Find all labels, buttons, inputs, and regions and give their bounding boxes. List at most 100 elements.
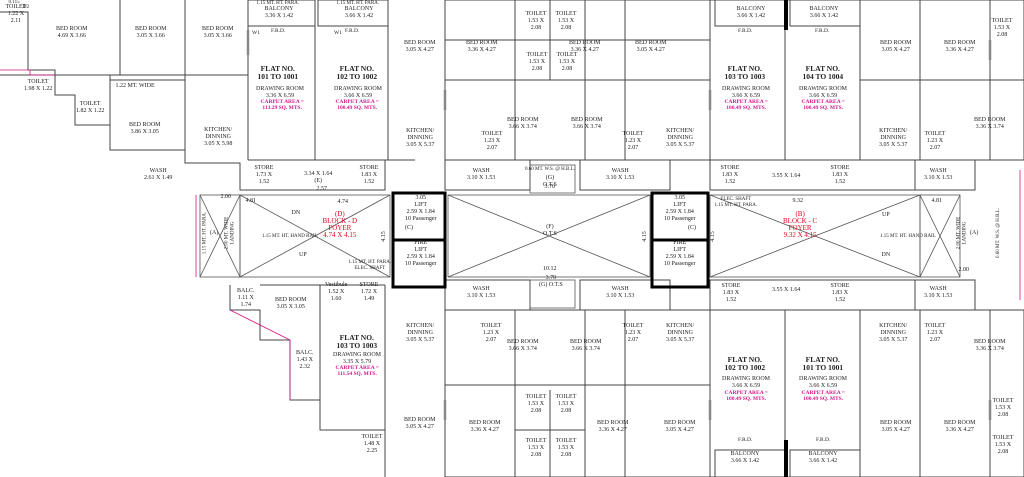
label-t-257: 2.57 (316, 185, 328, 192)
label-t-0115-tl: 0.115 (8, 0, 20, 5)
ots-central (447, 194, 651, 278)
outline-top-left (0, 69, 55, 76)
label-t-415-b: 4.15 (641, 230, 648, 242)
foyer-b-diag-2 (709, 194, 921, 278)
wall-balcony-b (317, 0, 389, 27)
label-t-flat103: FLAT NO.103 TO 1003 (724, 64, 766, 81)
label-t-932: 9.32 (792, 197, 804, 204)
label-t-d2-tl: D2 (22, 3, 30, 10)
label-t-ots-whh: 0.60 MT. W.S. @ H.B.L. (525, 167, 575, 172)
label-t-carpet-f: CARPET AREA =100.49 SQ. MTS. (724, 390, 768, 402)
label-t-481-a: 4.81 (245, 197, 257, 204)
landing-left (199, 194, 241, 278)
wall-balcony-a (247, 0, 316, 27)
wall-bed-left (109, 125, 185, 151)
label-t-wide: 1.22 MT. WIDE (115, 82, 155, 89)
ots-diag-2 (447, 194, 651, 278)
label-t-481-b: 4.81 (931, 197, 943, 204)
landing-right (919, 194, 961, 278)
label-t-flat101b: FLAT NO.101 TO 1001 (802, 355, 844, 372)
label-t-a-b: (A) (970, 229, 979, 236)
lift-shafts (391, 191, 710, 289)
label-t-carpet-e: CARPET AREA =111.54 SQ. MTS. (335, 365, 379, 377)
label-t-up-b: UP (882, 211, 890, 218)
label-t-carpet-a: CARPET AREA =113.29 SQ. MTS. (260, 99, 304, 111)
label-t-handrail-d: 1.15 MT. HT. HAND RAIL (262, 234, 318, 239)
label-t-dn-b: DN (881, 251, 891, 258)
label-t-1012: 10.12 (543, 265, 557, 272)
foyer-d-diag-2 (239, 194, 391, 278)
outline-bottom-left (229, 309, 291, 400)
label-t-200-a: 2.00 (220, 193, 232, 200)
label-t-elec-d: 1.15 MT. HT. PARA.ELEC. SHAFT (348, 260, 392, 271)
label-t-415-a: 4.15 (380, 230, 387, 242)
label-t-474: 4.74 (337, 198, 349, 205)
label-t-c2: (C) (688, 224, 696, 231)
label-t-355-a: 3.55 X 1.64 (772, 172, 801, 179)
label-t-flat103b: FLAT NO.103 TO 1003 (336, 333, 378, 350)
wall-wash-lower-right (579, 279, 671, 311)
label-t-para-d: 1.15 MT. HT. PARA. (201, 211, 207, 255)
label-t-flat102b: FLAT NO.102 TO 1002 (724, 355, 766, 372)
label-t-frd-d: F.R.D. (815, 27, 830, 34)
label-t-carpet-g: CARPET AREA =100.49 SQ. MTS. (801, 390, 845, 402)
label-t-frd-c: F.R.D. (738, 27, 753, 34)
